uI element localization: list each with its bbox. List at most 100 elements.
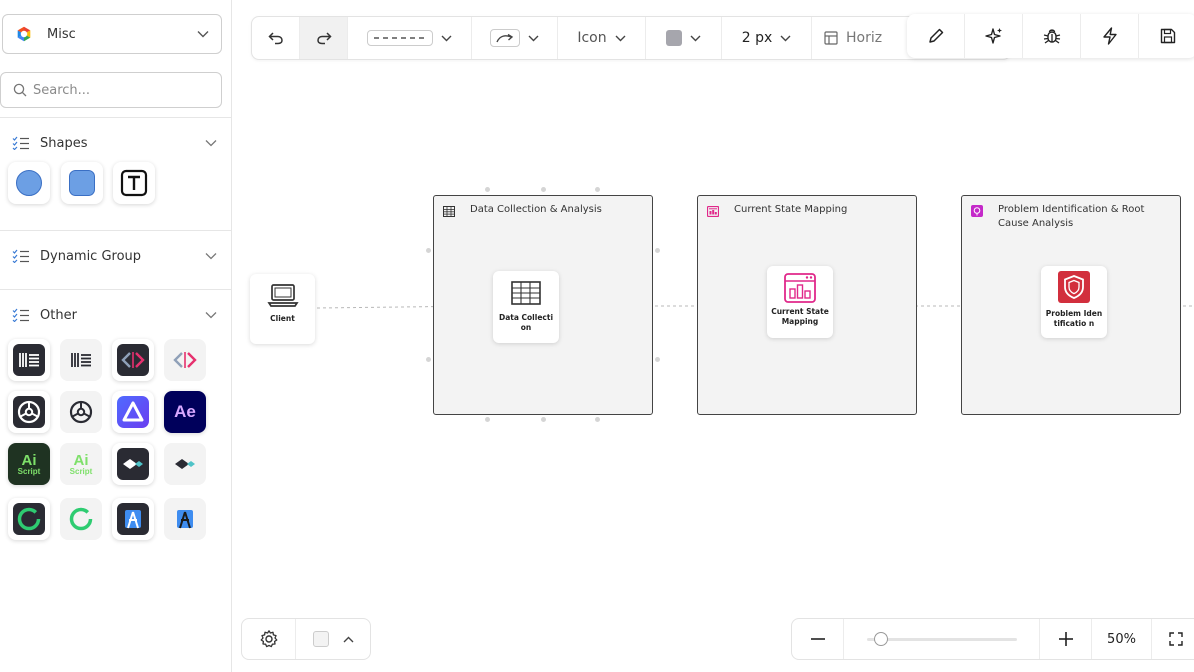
background-color-picker[interactable]: [296, 619, 370, 659]
resize-handle[interactable]: [541, 187, 546, 192]
search-placeholder: Search...: [33, 82, 91, 98]
quick-action-button[interactable]: [1081, 14, 1139, 58]
data-collection-node[interactable]: Data Collection: [493, 271, 559, 343]
library-select[interactable]: Misc: [2, 14, 222, 54]
resize-handle[interactable]: [485, 187, 490, 192]
text-shape-icon[interactable]: [113, 162, 155, 204]
chevron-down-icon: [780, 35, 791, 42]
chevron-down-icon: [197, 27, 209, 42]
edit-button[interactable]: [907, 14, 965, 58]
pencil-icon: [927, 27, 945, 45]
zoom-in-button[interactable]: [1040, 619, 1092, 659]
layout-icon: [824, 31, 838, 45]
resize-handle[interactable]: [426, 357, 431, 362]
ring-logo-light-icon[interactable]: [60, 498, 102, 540]
client-label: Client: [270, 314, 295, 323]
group-title: Current State Mapping: [734, 204, 848, 215]
plus-icon: [1058, 632, 1073, 646]
resize-handle[interactable]: [595, 187, 600, 192]
resize-handle[interactable]: [655, 357, 660, 362]
connector-type-dropdown[interactable]: [472, 17, 558, 59]
layout-label: Horiz: [846, 30, 883, 46]
code-arrows-light-icon[interactable]: [164, 339, 206, 381]
divider: [0, 230, 231, 231]
zoom-slider-thumb[interactable]: [873, 631, 888, 646]
chevron-down-icon: [528, 35, 539, 42]
diagram-canvas[interactable]: Client Data Collection & Analysis Data C…: [233, 0, 1194, 672]
shield-icon: [1057, 270, 1091, 304]
section-header-shapes[interactable]: Shapes: [12, 133, 217, 153]
diamond-logo-light-icon[interactable]: [164, 443, 206, 485]
section-label-other: Other: [40, 307, 77, 323]
redo-button[interactable]: [300, 17, 348, 59]
diamond-logo-dark-icon[interactable]: [112, 443, 154, 485]
color-swatch: [666, 30, 682, 46]
shape-type-label: Icon: [577, 30, 607, 46]
table-icon: [443, 205, 455, 217]
chevron-down-icon: [205, 136, 217, 151]
ai-script-light-icon[interactable]: Ai Script: [60, 443, 102, 485]
after-effects-logo-icon[interactable]: Ae: [164, 391, 206, 433]
chevron-down-icon: [205, 249, 217, 264]
chevron-down-icon: [441, 35, 452, 42]
debug-button[interactable]: [1023, 14, 1081, 58]
zoom-out-button[interactable]: [792, 619, 844, 659]
group-problem-identification[interactable]: Problem Identification & Root Cause Anal…: [961, 195, 1181, 415]
aperture-light-icon[interactable]: [60, 391, 102, 433]
resize-handle[interactable]: [595, 417, 600, 422]
zoom-slider[interactable]: [844, 619, 1040, 659]
undo-button[interactable]: [252, 17, 300, 59]
problem-identification-label: Problem Identificatio n: [1045, 309, 1103, 328]
dashboard-icon: [783, 272, 817, 304]
shape-type-dropdown[interactable]: Icon: [558, 17, 646, 59]
current-state-mapping-label: Current State Mapping: [771, 307, 829, 326]
line-style-dropdown[interactable]: [348, 17, 472, 59]
curved-arrow-icon: [490, 29, 520, 47]
checklist-icon: [12, 136, 30, 150]
group-current-state-mapping[interactable]: Current State Mapping Current State Mapp…: [697, 195, 917, 415]
current-state-mapping-node[interactable]: Current State Mapping: [767, 266, 833, 338]
brain-icon: [971, 205, 983, 217]
zoom-level[interactable]: 50%: [1092, 619, 1152, 659]
resize-handle[interactable]: [485, 417, 490, 422]
chevron-down-icon: [615, 35, 626, 42]
problem-identification-node[interactable]: Problem Identificatio n: [1041, 266, 1107, 338]
android-studio-dark-icon[interactable]: [112, 498, 154, 540]
code-arrows-dark-icon[interactable]: [112, 339, 154, 381]
save-button[interactable]: [1139, 14, 1194, 58]
bug-icon: [1042, 26, 1062, 46]
group-data-collection-analysis[interactable]: Data Collection & Analysis Data Collecti…: [433, 195, 653, 415]
adobe-a-logo-icon[interactable]: [112, 391, 154, 433]
rounded-square-shape-icon[interactable]: [61, 162, 103, 204]
bars-logo-light-icon[interactable]: [60, 339, 102, 381]
format-toolbar: Icon 2 px Horiz: [251, 16, 1011, 60]
multicolor-ring-logo-icon: [15, 25, 33, 43]
ai-script-dark-icon[interactable]: Ai Script: [8, 443, 50, 485]
section-header-other[interactable]: Other: [12, 305, 217, 325]
ai-script-title: Ai: [73, 451, 89, 469]
search-input[interactable]: Search...: [0, 72, 222, 108]
circle-shape-icon[interactable]: [8, 162, 50, 204]
settings-button[interactable]: [242, 619, 296, 659]
chevron-down-icon: [690, 35, 701, 42]
bars-logo-dark-icon[interactable]: [8, 339, 50, 381]
ai-sparkle-button[interactable]: [965, 14, 1023, 58]
ai-script-subtitle: Script: [69, 466, 93, 476]
divider: [0, 289, 231, 290]
resize-handle[interactable]: [541, 417, 546, 422]
stroke-width-dropdown[interactable]: 2 px: [722, 17, 812, 59]
resize-handle[interactable]: [426, 248, 431, 253]
gear-icon: [259, 629, 279, 649]
client-node[interactable]: Client: [250, 274, 315, 344]
sidebar: Misc Search... Shapes Dynamic Group: [0, 0, 232, 672]
resize-handle[interactable]: [655, 248, 660, 253]
color-dropdown[interactable]: [646, 17, 722, 59]
aperture-dark-icon[interactable]: [8, 391, 50, 433]
ring-logo-dark-icon[interactable]: [8, 498, 50, 540]
data-collection-label: Data Collection: [498, 313, 554, 332]
save-icon: [1160, 28, 1176, 44]
fullscreen-button[interactable]: [1152, 619, 1194, 659]
section-header-dynamic-group[interactable]: Dynamic Group: [12, 246, 217, 266]
layout-dropdown[interactable]: Horiz: [812, 17, 892, 59]
android-studio-light-icon[interactable]: [164, 498, 206, 540]
